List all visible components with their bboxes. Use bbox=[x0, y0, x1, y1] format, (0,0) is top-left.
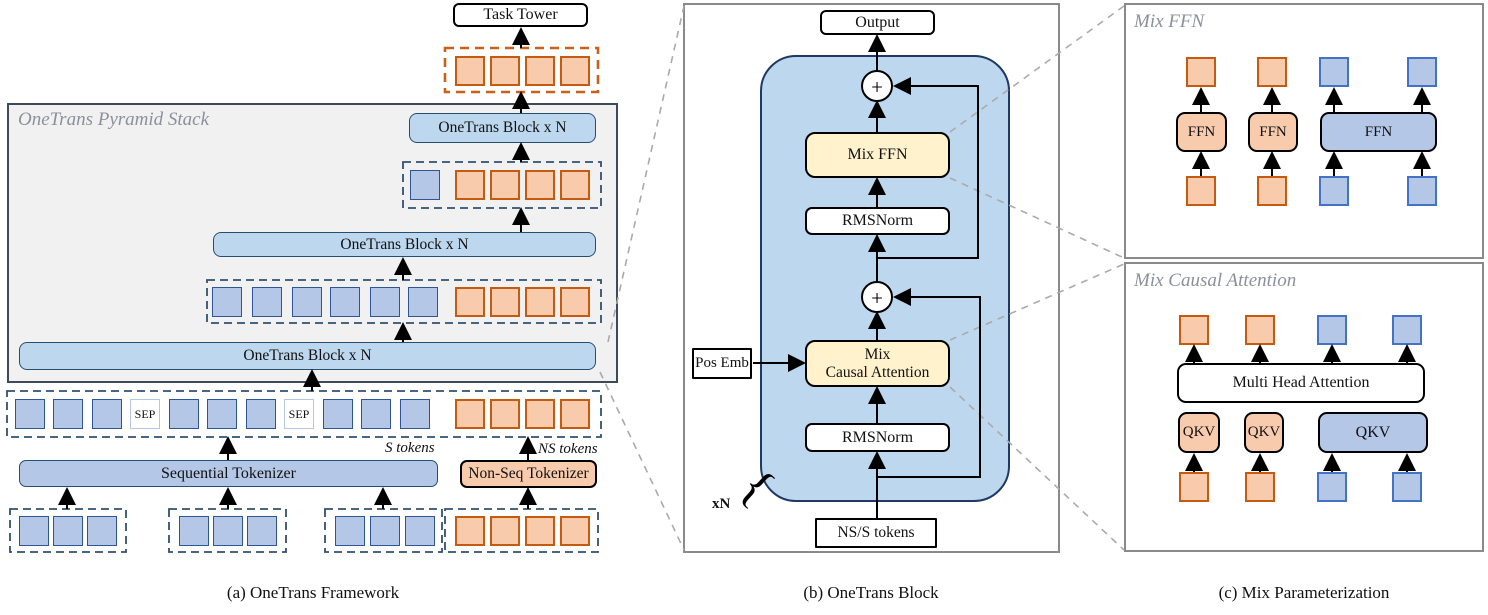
token-square-orange bbox=[1245, 315, 1275, 345]
token-square-blueC bbox=[1317, 315, 1347, 345]
rmsnorm-box-1: RMSNorm bbox=[805, 207, 950, 235]
token-square-orange bbox=[560, 287, 590, 317]
output-box: Output bbox=[820, 10, 935, 35]
token-square-blue bbox=[179, 516, 209, 546]
token-square-blueC bbox=[1407, 176, 1437, 206]
token-square-blueC bbox=[1407, 57, 1437, 87]
token-square-orange bbox=[525, 56, 555, 86]
token-square-blueC bbox=[1319, 176, 1349, 206]
mix-causal-attention-box: Mix Causal Attention bbox=[805, 340, 950, 387]
token-square-orange bbox=[1245, 472, 1275, 502]
token-square-orange bbox=[525, 170, 555, 200]
token-square-blue bbox=[87, 516, 117, 546]
token-square-orange bbox=[525, 516, 555, 546]
token-square-orange bbox=[525, 287, 555, 317]
xn-label: xN bbox=[712, 496, 731, 512]
token-square-orange bbox=[560, 399, 590, 429]
mix-ffn-box: Mix FFN bbox=[805, 132, 950, 178]
caption-mix: (c) Mix Parameterization bbox=[1218, 583, 1390, 602]
ffn-box-blue: FFN bbox=[1320, 112, 1437, 152]
token-square-blue bbox=[213, 516, 243, 546]
caption-block: (b) OneTrans Block bbox=[803, 583, 939, 602]
ns-tokens-label: NS tokens bbox=[538, 441, 598, 457]
token-square-orange bbox=[455, 56, 485, 86]
token-square-blue bbox=[207, 399, 237, 429]
pos-emb-box: Pos Emb bbox=[692, 348, 752, 379]
token-square-blue bbox=[53, 399, 83, 429]
token-square-orange bbox=[1257, 176, 1287, 206]
token-square-blue bbox=[169, 399, 199, 429]
onetrans-block-3: OneTrans Block x N bbox=[19, 342, 596, 370]
token-square-orange bbox=[490, 399, 520, 429]
nonseq-tokenizer-box: Non-Seq Tokenizer bbox=[460, 460, 597, 488]
mix-causal-attention-title: Mix Causal Attention bbox=[1134, 270, 1297, 291]
token-square-blue bbox=[323, 399, 353, 429]
token-square-orange bbox=[490, 170, 520, 200]
rmsnorm-box-2: RMSNorm bbox=[805, 423, 950, 452]
token-square-sep: SEP bbox=[130, 399, 160, 429]
s-tokens-label: S tokens bbox=[385, 440, 435, 456]
token-square-sep: SEP bbox=[284, 399, 314, 429]
callout-line bbox=[607, 5, 685, 343]
multi-head-attention-box: Multi Head Attention bbox=[1177, 363, 1425, 403]
token-square-blueC bbox=[1317, 472, 1347, 502]
qkv-box-blue: QKV bbox=[1318, 412, 1428, 453]
token-square-blue bbox=[405, 516, 435, 546]
caption-framework: (a) OneTrans Framework bbox=[226, 583, 400, 602]
token-square-blue bbox=[92, 399, 122, 429]
token-square-orange bbox=[1186, 176, 1216, 206]
token-square-orange bbox=[455, 170, 485, 200]
qkv-box-orange-1: QKV bbox=[1178, 412, 1220, 453]
task-tower-box: Task Tower bbox=[453, 3, 588, 27]
token-square-orange bbox=[1179, 315, 1209, 345]
token-square-blue bbox=[370, 287, 400, 317]
token-square-blue bbox=[410, 170, 440, 200]
token-square-blue bbox=[335, 516, 365, 546]
qkv-box-orange-2: QKV bbox=[1244, 412, 1284, 453]
token-square-orange bbox=[1179, 472, 1209, 502]
token-square-orange bbox=[490, 56, 520, 86]
token-square-orange bbox=[560, 56, 590, 86]
onetrans-block-1: OneTrans Block x N bbox=[409, 113, 596, 143]
token-square-orange bbox=[490, 516, 520, 546]
token-square-orange bbox=[1186, 57, 1216, 87]
ffn-box-orange-1: FFN bbox=[1176, 112, 1227, 152]
token-square-orange bbox=[455, 287, 485, 317]
token-square-orange bbox=[525, 399, 555, 429]
token-square-blue bbox=[252, 287, 282, 317]
token-square-blue bbox=[53, 516, 83, 546]
token-square-blue bbox=[292, 287, 322, 317]
onetrans-block-2: OneTrans Block x N bbox=[213, 232, 596, 257]
sequential-tokenizer-box: Sequential Tokenizer bbox=[19, 460, 438, 487]
callout-line bbox=[599, 371, 685, 551]
token-square-orange bbox=[490, 287, 520, 317]
token-square-blue bbox=[246, 399, 276, 429]
pyramid-stack-title: OneTrans Pyramid Stack bbox=[18, 109, 210, 130]
ffn-box-orange-2: FFN bbox=[1248, 112, 1298, 152]
token-square-blue bbox=[370, 516, 400, 546]
token-square-blueC bbox=[1392, 315, 1422, 345]
mix-causal-attention-panel bbox=[1124, 262, 1484, 552]
mix-ffn-title: Mix FFN bbox=[1134, 11, 1205, 32]
token-square-blue bbox=[400, 399, 430, 429]
token-square-orange bbox=[455, 399, 485, 429]
token-square-blue bbox=[19, 516, 49, 546]
token-square-blue bbox=[361, 399, 391, 429]
token-square-blue bbox=[247, 516, 277, 546]
token-square-blueC bbox=[1392, 472, 1422, 502]
token-square-orange bbox=[1257, 57, 1287, 87]
token-square-blue bbox=[212, 287, 242, 317]
token-square-blue bbox=[15, 399, 45, 429]
token-square-orange bbox=[560, 170, 590, 200]
token-square-orange bbox=[455, 516, 485, 546]
token-square-blueC bbox=[1319, 57, 1349, 87]
ns-s-tokens-box: NS/S tokens bbox=[815, 518, 937, 548]
token-square-blue bbox=[408, 287, 438, 317]
token-square-blue bbox=[330, 287, 360, 317]
token-square-orange bbox=[560, 516, 590, 546]
